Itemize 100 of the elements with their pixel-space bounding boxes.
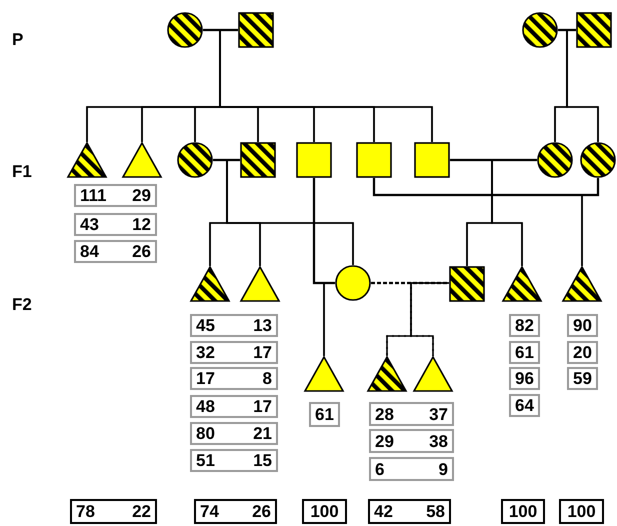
mating-line xyxy=(558,28,576,32)
circle-symbol xyxy=(580,142,616,178)
count-value: 26 xyxy=(132,243,151,260)
count-frame xyxy=(567,314,598,337)
count-frame xyxy=(190,314,278,337)
count-value: 37 xyxy=(429,406,448,422)
triangle-symbol xyxy=(67,142,107,178)
count-frame xyxy=(70,499,157,524)
count-value: 8 xyxy=(262,370,272,387)
count-frame xyxy=(194,499,277,524)
count-value: 28 xyxy=(375,406,394,422)
count-frame xyxy=(190,367,278,390)
mating-line xyxy=(372,178,600,196)
count-frame xyxy=(368,499,451,524)
count-value: 100 xyxy=(508,503,538,520)
count-value: 80 xyxy=(196,425,215,442)
count-value: 29 xyxy=(375,432,394,450)
count-value: 100 xyxy=(310,503,339,520)
count-frame xyxy=(369,457,454,481)
generation-label: F1 xyxy=(12,162,32,182)
mating-line xyxy=(312,178,335,284)
square-symbol xyxy=(414,142,450,178)
count-value: 90 xyxy=(573,317,592,334)
descent-line xyxy=(410,282,449,356)
triangle-symbol xyxy=(502,266,542,302)
count-frame xyxy=(509,367,540,390)
count-frame xyxy=(509,394,540,417)
count-frame xyxy=(190,341,278,364)
count-value: 96 xyxy=(515,370,534,387)
circle-symbol xyxy=(537,142,573,178)
count-value: 32 xyxy=(196,344,215,361)
count-value: 29 xyxy=(132,187,151,204)
triangle-symbol xyxy=(190,266,230,302)
count-frame xyxy=(190,422,278,445)
square-symbol xyxy=(296,142,332,178)
count-frame xyxy=(369,429,454,453)
count-value: 59 xyxy=(573,370,592,387)
triangle-symbol xyxy=(562,266,602,302)
count-value: 45 xyxy=(196,317,215,334)
count-value: 42 xyxy=(374,503,393,520)
generation-label: F2 xyxy=(12,295,32,315)
triangle-symbol xyxy=(367,356,407,392)
square-symbol xyxy=(449,266,485,302)
triangle-symbol xyxy=(240,266,280,302)
count-value: 21 xyxy=(253,425,272,442)
circle-symbol xyxy=(335,265,371,301)
count-value: 82 xyxy=(515,317,534,334)
count-value: 58 xyxy=(426,503,445,520)
circle-symbol xyxy=(177,142,213,178)
count-frame xyxy=(74,240,157,263)
circle-symbol xyxy=(167,12,203,48)
count-frame xyxy=(501,499,545,524)
count-frame xyxy=(369,402,454,426)
mating-line xyxy=(213,158,240,162)
circle-symbol xyxy=(522,12,558,48)
count-frame xyxy=(567,341,598,364)
count-frame xyxy=(74,213,157,236)
mating-line xyxy=(450,158,537,162)
count-value: 78 xyxy=(76,503,95,520)
count-value: 6 xyxy=(375,460,384,478)
count-frame xyxy=(309,402,340,427)
count-value: 100 xyxy=(567,503,596,520)
count-value: 13 xyxy=(253,317,272,334)
count-value: 22 xyxy=(132,503,151,520)
count-value: 48 xyxy=(196,398,215,415)
triangle-symbol xyxy=(413,356,453,392)
count-value: 17 xyxy=(196,370,215,387)
count-value: 12 xyxy=(132,216,151,233)
mating-line xyxy=(371,282,449,284)
count-frame xyxy=(190,395,278,418)
count-value: 51 xyxy=(196,452,215,469)
count-value: 9 xyxy=(438,460,448,478)
triangle-symbol xyxy=(304,356,344,392)
square-symbol xyxy=(240,142,276,178)
count-value: 26 xyxy=(252,503,271,520)
count-frame xyxy=(302,499,347,524)
count-value: 15 xyxy=(253,452,272,469)
count-frame xyxy=(74,184,157,207)
square-symbol xyxy=(238,12,274,48)
count-value: 74 xyxy=(200,503,219,520)
count-value: 61 xyxy=(515,344,534,361)
count-value: 17 xyxy=(253,398,272,415)
count-frame xyxy=(190,449,278,472)
square-symbol xyxy=(356,142,392,178)
mating-line xyxy=(203,28,238,32)
count-frame xyxy=(509,341,540,364)
count-frame xyxy=(559,499,604,524)
square-symbol xyxy=(576,12,612,48)
count-value: 38 xyxy=(429,432,448,450)
count-frame xyxy=(509,314,540,337)
count-value: 84 xyxy=(80,243,99,260)
count-value: 17 xyxy=(253,344,272,361)
count-value: 64 xyxy=(515,397,534,414)
generation-label: P xyxy=(12,30,24,50)
count-value: 111 xyxy=(80,187,106,204)
count-value: 43 xyxy=(80,216,99,233)
count-value: 20 xyxy=(573,344,592,361)
count-value: 61 xyxy=(315,406,334,423)
count-frame xyxy=(567,367,598,390)
descent-line xyxy=(566,29,599,142)
